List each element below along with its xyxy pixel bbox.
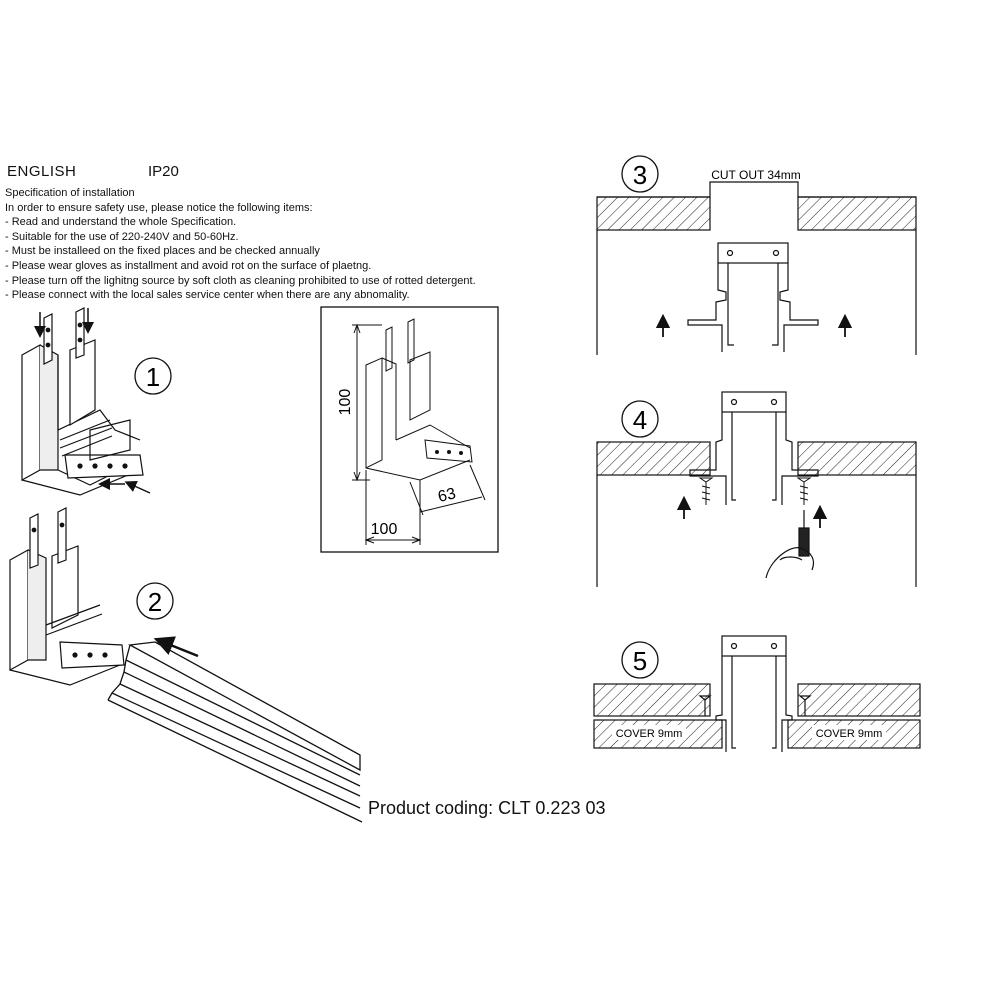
step1-number: 1: [146, 362, 160, 392]
step2-circle: [136, 582, 174, 620]
step3-arrows: [655, 313, 853, 337]
product-coding: Product coding: CLT 0.223 03: [368, 798, 606, 818]
step3-profile: [687, 242, 819, 352]
cover-left-label: COVER 9mm: [616, 728, 683, 740]
step2-track-profile: [107, 641, 363, 823]
step5-number: 5: [633, 646, 647, 676]
step3-ceiling: [596, 181, 917, 355]
dimension-lines: [352, 323, 486, 545]
cover-right-label: COVER 9mm: [816, 728, 883, 740]
step4-screws: [698, 477, 812, 505]
step4-screwdriver-hand: [765, 510, 815, 579]
spec-title: Specification of installation: [5, 187, 135, 199]
step2-number: 2: [148, 587, 162, 617]
step4-arrows: [676, 495, 828, 528]
step1-corner-connector: [21, 307, 144, 496]
step4-ceiling: [596, 441, 917, 587]
spec-item: - Suitable for the use of 220-240V and 5…: [5, 230, 239, 243]
cutout-label: CUT OUT 34mm: [711, 168, 801, 182]
step4-circle: [621, 400, 659, 438]
dimension-diagonal-label: 63: [436, 485, 457, 506]
step3-number: 3: [633, 160, 647, 190]
step5-ceiling: [593, 683, 921, 749]
step4-profile: [689, 391, 819, 505]
step2-corner-connector: [9, 507, 125, 686]
ip-rating-label: IP20: [148, 163, 179, 180]
step1-arrows: [34, 308, 151, 494]
spec-item: - Please turn off the lighitng source by…: [5, 274, 476, 287]
cover-right-bg: [812, 725, 886, 740]
step2-arrow: [153, 636, 199, 658]
step5-profile: [698, 635, 812, 752]
dimension-height-label: 100: [337, 389, 354, 416]
step5-circle: [621, 641, 659, 679]
dimension-width-label: 100: [371, 521, 398, 538]
step3-circle: [621, 155, 659, 193]
spec-item: - Must be installeed on the fixed places…: [5, 245, 320, 258]
spec-item: - Read and understand the whole Specific…: [5, 216, 237, 229]
dimension-box: [320, 306, 499, 553]
spec-item: - Please connect with the local sales se…: [5, 289, 410, 302]
cover-left-bg: [612, 725, 686, 740]
spec-intro: In order to ensure safety use, please no…: [5, 201, 313, 214]
step1-circle: [134, 357, 172, 395]
spec-item: - Please wear gloves as installment and …: [5, 259, 372, 272]
specification-block: Specification of installation In order t…: [5, 186, 476, 303]
language-label: ENGLISH: [7, 163, 77, 180]
step4-number: 4: [633, 405, 647, 435]
